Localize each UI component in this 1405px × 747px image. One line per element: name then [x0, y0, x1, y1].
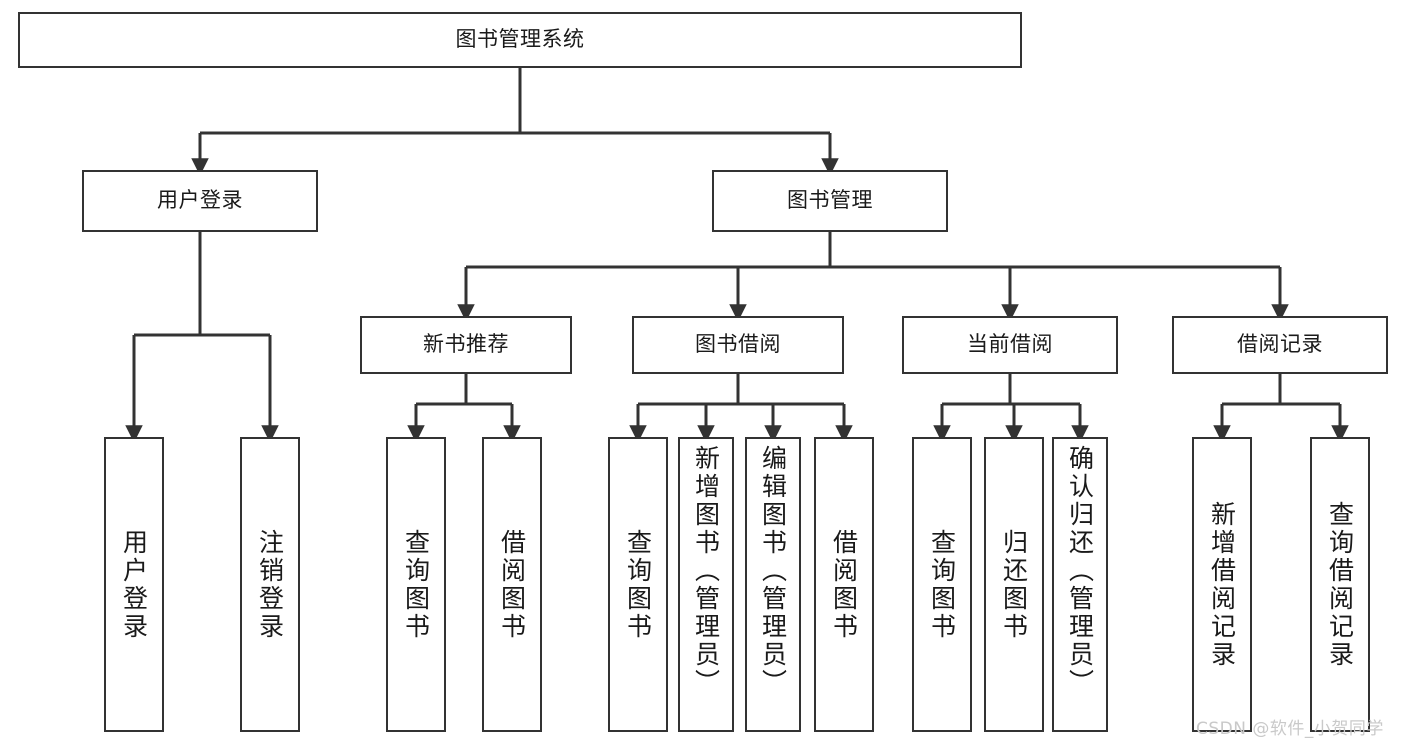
node-leaf-query-book-3[interactable]: 查询图书: [912, 437, 972, 732]
node-label-l2-user-login: 用户登录: [157, 188, 243, 213]
node-label-l3-current-borrow: 当前借阅: [967, 332, 1053, 357]
node-leaf-query-borrow-record[interactable]: 查询借阅记录: [1310, 437, 1370, 732]
node-leaf-borrow-book-2[interactable]: 借阅图书: [814, 437, 874, 732]
node-leaf-add-book-admin[interactable]: 新增图书（管理员）: [678, 437, 734, 732]
node-l3-current-borrow[interactable]: 当前借阅: [902, 316, 1118, 374]
node-label-leaf-return-book: 归还图书: [999, 528, 1029, 641]
node-label-leaf-add-book-admin: 新增图书（管理员）: [691, 445, 721, 697]
node-label-leaf-query-book-2: 查询图书: [623, 528, 653, 641]
node-label-l3-book-borrow: 图书借阅: [695, 332, 781, 357]
node-l3-new-book-rec[interactable]: 新书推荐: [360, 316, 572, 374]
node-leaf-user-login[interactable]: 用户登录: [104, 437, 164, 732]
node-label-leaf-confirm-return-admin: 确认归还（管理员）: [1065, 445, 1095, 697]
node-leaf-logout[interactable]: 注销登录: [240, 437, 300, 732]
node-l2-user-login[interactable]: 用户登录: [82, 170, 318, 232]
node-leaf-return-book[interactable]: 归还图书: [984, 437, 1044, 732]
node-l3-book-borrow[interactable]: 图书借阅: [632, 316, 844, 374]
node-label-leaf-add-borrow-record: 新增借阅记录: [1207, 500, 1237, 669]
node-leaf-add-borrow-record[interactable]: 新增借阅记录: [1192, 437, 1252, 732]
node-label-leaf-borrow-book-1: 借阅图书: [497, 528, 527, 641]
node-label-leaf-logout: 注销登录: [255, 528, 285, 641]
node-l3-borrow-record[interactable]: 借阅记录: [1172, 316, 1388, 374]
node-label-leaf-query-book-1: 查询图书: [401, 528, 431, 641]
node-label-root: 图书管理系统: [455, 27, 585, 52]
node-leaf-query-book-1[interactable]: 查询图书: [386, 437, 446, 732]
node-leaf-confirm-return-admin[interactable]: 确认归还（管理员）: [1052, 437, 1108, 732]
node-label-leaf-borrow-book-2: 借阅图书: [829, 528, 859, 641]
node-label-l3-new-book-rec: 新书推荐: [423, 332, 509, 357]
node-label-l2-book-manage: 图书管理: [787, 188, 873, 213]
node-leaf-query-book-2[interactable]: 查询图书: [608, 437, 668, 732]
node-label-leaf-user-login: 用户登录: [119, 528, 149, 641]
node-root[interactable]: 图书管理系统: [18, 12, 1022, 68]
node-l2-book-manage[interactable]: 图书管理: [712, 170, 948, 232]
node-label-leaf-query-borrow-record: 查询借阅记录: [1325, 500, 1355, 669]
node-leaf-edit-book-admin[interactable]: 编辑图书（管理员）: [745, 437, 801, 732]
node-label-leaf-edit-book-admin: 编辑图书（管理员）: [758, 445, 788, 697]
node-label-l3-borrow-record: 借阅记录: [1237, 332, 1323, 357]
node-leaf-borrow-book-1[interactable]: 借阅图书: [482, 437, 542, 732]
node-label-leaf-query-book-3: 查询图书: [927, 528, 957, 641]
edge-layer: [125, 68, 1349, 443]
csdn-watermark: CSDN @软件_小贺同学: [1196, 719, 1384, 739]
